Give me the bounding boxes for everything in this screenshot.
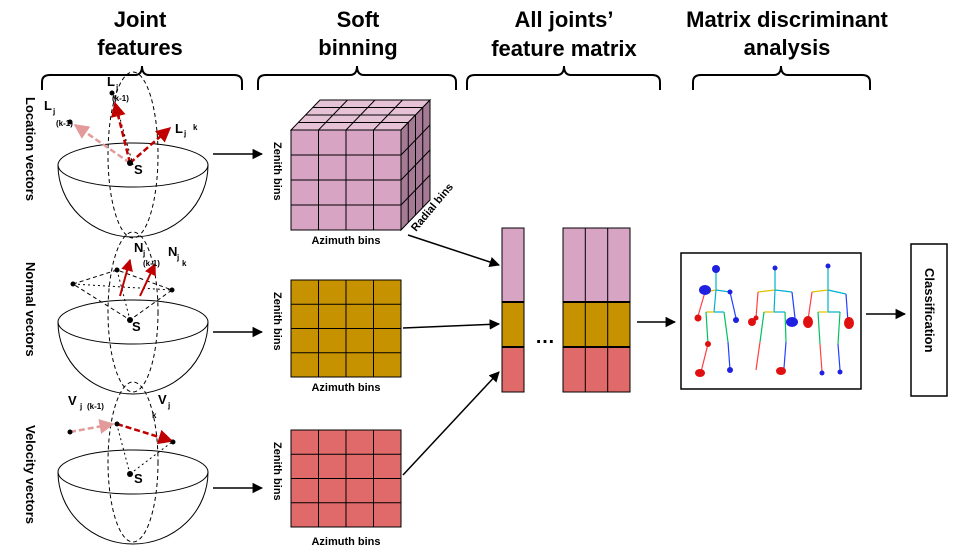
- header-feature-matrix-line2: feature matrix: [491, 36, 637, 61]
- location-Lj-k1-sub: (k-1): [112, 94, 129, 103]
- location-Lj-sub: j: [115, 83, 118, 92]
- bin-to-matrix-arrows: [402, 234, 501, 476]
- normal-zenith-label: Zenith bins: [271, 292, 283, 351]
- header-soft-binning-line1: Soft: [337, 7, 380, 32]
- velocity-azimuth-label: Azimuth bins: [311, 536, 380, 548]
- location-origin-label: S: [134, 162, 143, 177]
- row-label-location: Location vectors: [23, 97, 38, 201]
- velocity-hemisphere: [57, 381, 209, 545]
- row-label-normal: Normal vectors: [23, 262, 38, 357]
- location-Lk-sub: (k-1): [56, 119, 73, 128]
- velocity-V2-sub-j: j: [167, 401, 170, 410]
- normal-N1-sub: (k-1): [143, 259, 160, 268]
- velocity-V2-sub-k: k: [152, 411, 157, 420]
- location-Lk2-sub-j: j: [183, 129, 186, 138]
- velocity-origin-label: S: [134, 471, 143, 486]
- location-Lk-label: L: [44, 98, 52, 113]
- skeleton-joints: [694, 263, 854, 377]
- velocity-bin-grid: [290, 429, 402, 528]
- header-mda-line1: Matrix discriminant: [686, 7, 888, 32]
- location-Lj-label: L: [107, 74, 115, 89]
- normal-N1-label: N: [134, 240, 143, 255]
- normal-vectors: [70, 258, 175, 323]
- velocity-zenith-label: Zenith bins: [271, 442, 283, 501]
- velocity-V1-sub-j: j: [79, 402, 82, 411]
- sphere-to-bin-arrows: [213, 148, 264, 494]
- header-mda-line2: analysis: [744, 35, 831, 60]
- header-joint-features-line2: features: [97, 35, 183, 60]
- radial-bin-cube: [289, 98, 432, 232]
- normal-bin-grid: [290, 279, 402, 378]
- feature-column-single: [501, 227, 525, 393]
- normal-N2-label: N: [168, 244, 177, 259]
- location-Lk-sub-j: j: [52, 107, 55, 116]
- normal-N2-sub-j: j: [176, 253, 179, 262]
- velocity-vectors: [67, 419, 176, 477]
- row-label-velocity: Velocity vectors: [23, 425, 38, 524]
- location-Lk2-label: L: [175, 121, 183, 136]
- normal-origin-label: S: [132, 319, 141, 334]
- normal-N2-sub-k: k: [182, 259, 187, 268]
- normal-azimuth-label: Azimuth bins: [311, 382, 380, 394]
- header-braces: [41, 65, 871, 90]
- matrix-ellipsis: …: [535, 326, 555, 348]
- location-hemisphere: [57, 71, 209, 239]
- mda-panel: [680, 252, 862, 390]
- header-joint-features-line1: Joint: [114, 7, 167, 32]
- cube-zenith-label: Zenith bins: [271, 142, 283, 201]
- location-Lk2-sub-k: k: [193, 123, 198, 132]
- normal-N1-sub-j: j: [142, 249, 145, 258]
- velocity-V1-sub: (k-1): [87, 402, 104, 411]
- skeleton-figures: [697, 266, 849, 373]
- cube-azimuth-label: Azimuth bins: [311, 235, 380, 247]
- velocity-V2-label: V: [158, 392, 167, 407]
- normal-hemisphere: [57, 231, 209, 395]
- header-soft-binning-line2: binning: [318, 35, 397, 60]
- feature-matrix: [562, 227, 631, 393]
- classification-label: Classification: [922, 268, 937, 353]
- location-vectors: [67, 90, 172, 166]
- velocity-V1-label: V: [68, 393, 77, 408]
- header-feature-matrix-line1: All joints’: [515, 7, 614, 32]
- classification-box: [910, 243, 948, 397]
